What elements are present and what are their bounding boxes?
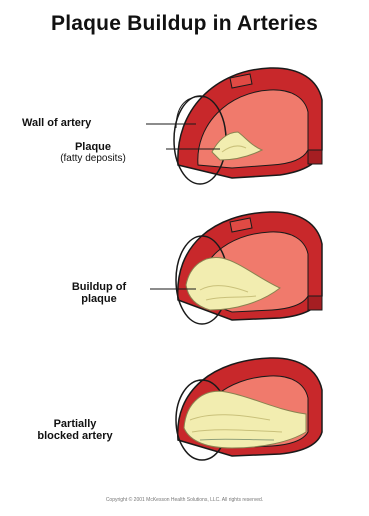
label-partially-blocked: Partially blocked artery [10, 418, 140, 442]
label-buildup: Buildup of plaque [44, 281, 154, 305]
label-buildup-line2: plaque [44, 293, 154, 305]
label-plaque: Plaque (fatty deposits) [18, 141, 168, 165]
artery-1 [174, 68, 322, 184]
artery-3 [176, 358, 322, 460]
label-wall-of-artery: Wall of artery [22, 117, 91, 129]
label-plaque-line2: (fatty deposits) [18, 153, 168, 165]
label-blocked-line2: blocked artery [10, 430, 140, 442]
copyright-footer: Copyright © 2001 McKesson Health Solutio… [0, 497, 369, 503]
label-blocked-line1: Partially [10, 418, 140, 430]
label-plaque-line1: Plaque [18, 141, 168, 153]
artery-2 [176, 212, 322, 324]
label-buildup-line1: Buildup of [44, 281, 154, 293]
